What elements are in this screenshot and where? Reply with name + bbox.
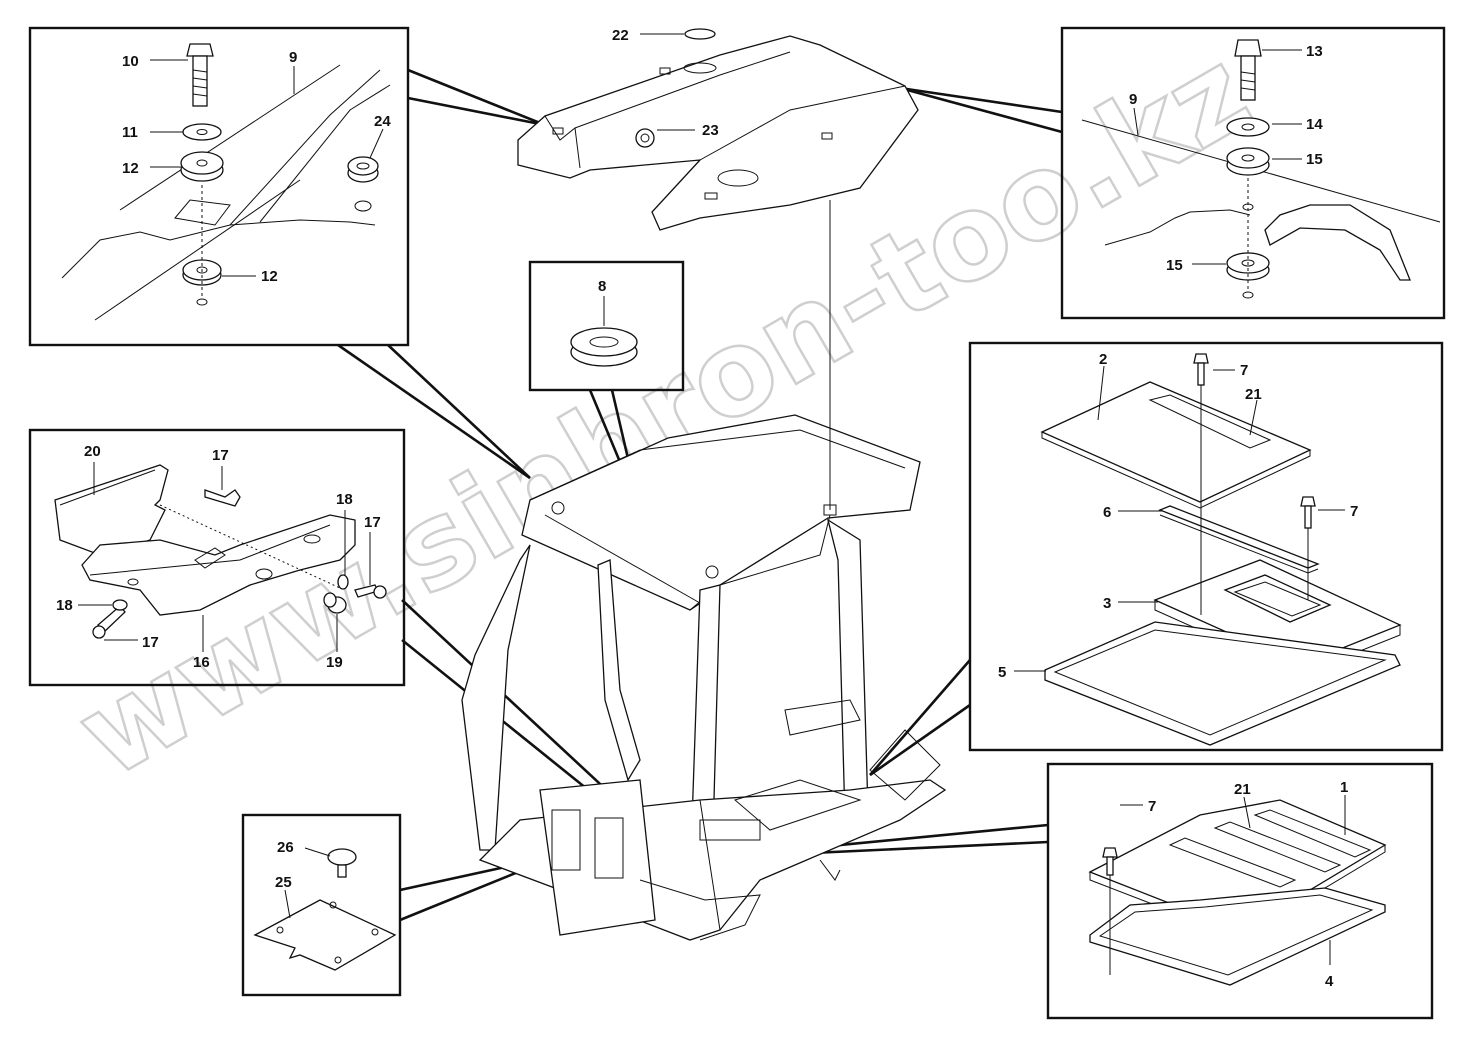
- detail-box-floor-hatch: [968, 341, 1444, 752]
- detail-box-floor-panel: [1046, 762, 1434, 1020]
- label-18-left: 18: [56, 597, 73, 614]
- label-2: 2: [1099, 351, 1107, 368]
- label-13: 13: [1306, 43, 1323, 60]
- label-3: 3: [1103, 595, 1111, 612]
- label-7-bottom: 7: [1148, 798, 1156, 815]
- label-22: 22: [612, 27, 629, 44]
- label-17-right: 17: [364, 514, 381, 531]
- label-12-bottom: 12: [261, 268, 278, 285]
- detail-box-bracket: [28, 428, 406, 687]
- detail-access-cover: [253, 847, 397, 971]
- label-6: 6: [1103, 504, 1111, 521]
- label-9-right: 9: [1129, 91, 1137, 108]
- label-17-top: 17: [212, 447, 229, 464]
- label-26: 26: [277, 839, 294, 856]
- detail-box-access-cover: [241, 813, 402, 997]
- label-25: 25: [275, 874, 292, 891]
- label-7-mid: 7: [1350, 503, 1358, 520]
- detail-roof-fastener-right: [1081, 39, 1441, 299]
- detail-grommet-8: [570, 296, 638, 367]
- label-17-bottom: 17: [142, 634, 159, 651]
- part-number-labels: 22 23 10 9 11 12 12 24 13 9 14 15 15 8 2…: [56, 27, 1358, 990]
- grommet-22: [684, 28, 716, 40]
- label-12-top: 12: [122, 160, 139, 177]
- label-8: 8: [598, 278, 606, 295]
- cab-frame: [461, 200, 947, 941]
- label-4: 4: [1325, 973, 1334, 990]
- label-21-top: 21: [1245, 386, 1262, 403]
- label-15-bottom: 15: [1166, 257, 1183, 274]
- label-18-right: 18: [336, 491, 353, 508]
- detail-floor-panel: [1088, 795, 1387, 986]
- label-23: 23: [702, 122, 719, 139]
- detail-floor-hatch: [1014, 353, 1402, 746]
- label-1: 1: [1340, 779, 1348, 796]
- label-9-left: 9: [289, 49, 297, 66]
- detail-box-roof-fastener-right: [1060, 26, 1446, 320]
- label-11: 11: [122, 124, 138, 141]
- label-20: 20: [84, 443, 101, 460]
- detail-box-grommet: [528, 260, 685, 392]
- detail-roof-fastener-left: [61, 43, 391, 321]
- label-10: 10: [122, 53, 139, 70]
- label-7-top: 7: [1240, 362, 1248, 379]
- label-15-top: 15: [1306, 151, 1323, 168]
- label-21-bottom: 21: [1234, 781, 1251, 798]
- label-24: 24: [374, 113, 391, 130]
- label-16: 16: [193, 654, 210, 671]
- roof-panel: [517, 35, 919, 231]
- detail-box-roof-fastener-left: [28, 26, 410, 347]
- label-19: 19: [326, 654, 343, 671]
- label-5: 5: [998, 664, 1006, 681]
- label-14: 14: [1306, 116, 1323, 133]
- detail-bracket: [54, 462, 387, 652]
